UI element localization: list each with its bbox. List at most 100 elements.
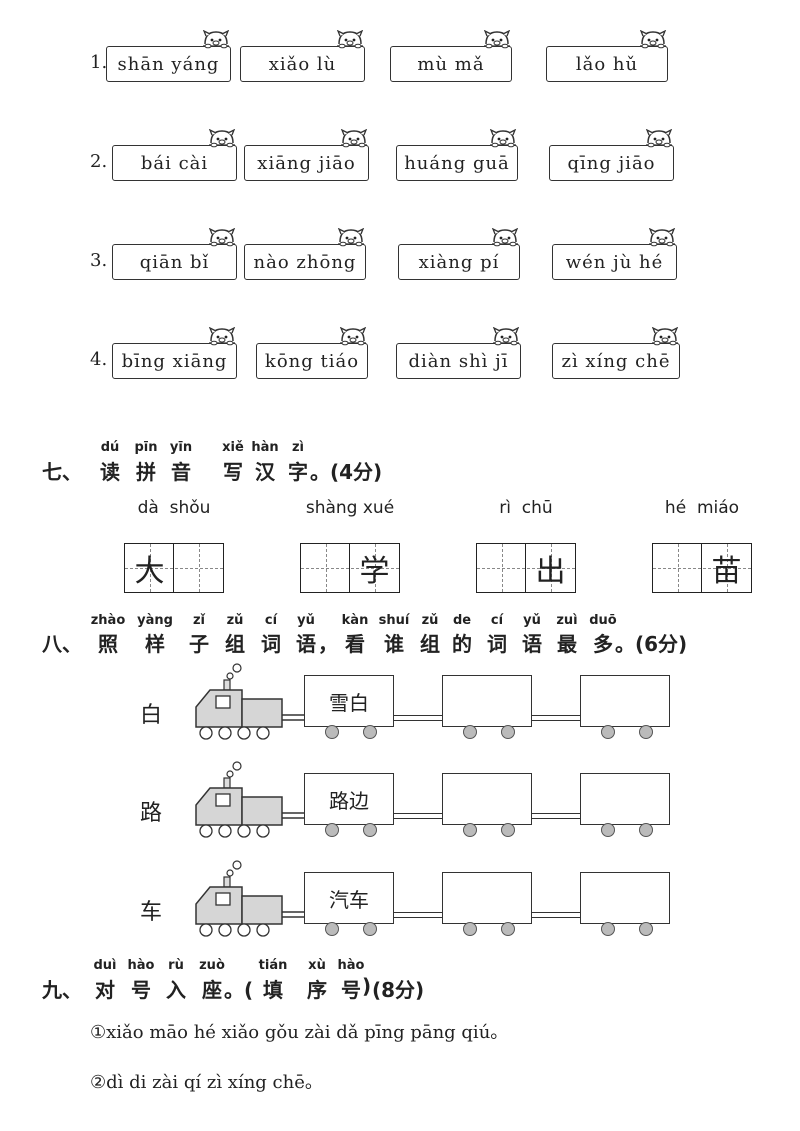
- title-char: 序: [307, 978, 327, 1002]
- title-char-pinyin: xiě: [222, 440, 244, 455]
- wheel-icon: [325, 922, 339, 936]
- section-score: (8分): [372, 978, 425, 1002]
- locomotive-icon: [192, 860, 304, 944]
- title-char: 对: [95, 978, 115, 1002]
- section-score: 。(4分): [310, 460, 383, 484]
- pig-face-icon: [482, 29, 512, 62]
- train-wagon[interactable]: [442, 675, 532, 727]
- pig-face-icon: [650, 326, 680, 359]
- title-char-pinyin: hào: [127, 958, 155, 973]
- pig-face-icon: [335, 29, 365, 62]
- row-number: 3.: [90, 250, 108, 271]
- pinyin-word-box: xiàng pí: [398, 244, 520, 280]
- title-char-pinyin: zhào: [90, 613, 126, 628]
- title-char-pinyin: zì: [291, 440, 305, 455]
- train-wagon[interactable]: [580, 872, 670, 924]
- title-char: 字: [288, 460, 308, 484]
- title-char: 读: [100, 460, 120, 484]
- word-pinyin: hé miáo: [664, 498, 740, 518]
- title-char: 组: [225, 632, 245, 656]
- title-char: 填: [263, 978, 283, 1002]
- title-char-pinyin: dú: [100, 440, 120, 455]
- char-right: 出: [535, 554, 566, 589]
- title-char: 样: [145, 632, 165, 656]
- title-char-pinyin: xù: [308, 958, 326, 973]
- tianzige-box[interactable]: 苗: [652, 543, 752, 593]
- wheel-icon: [639, 725, 653, 739]
- title-char: 多: [593, 632, 613, 656]
- train-wagon[interactable]: 汽车: [304, 872, 394, 924]
- title-char: 最: [557, 632, 577, 656]
- title-char-pinyin: zǐ: [192, 613, 206, 628]
- pinyin-word-box: shān yáng: [106, 46, 231, 82]
- title-char-pinyin: shuí: [378, 613, 410, 628]
- wheel-icon: [501, 725, 515, 739]
- title-char-pinyin: kàn: [341, 613, 369, 628]
- tianzige-box[interactable]: 出: [476, 543, 576, 593]
- title-punct: ): [362, 974, 372, 998]
- section-8-title: 八、照样子组词语，看谁组的词语最多。(6分): [42, 628, 742, 656]
- wheel-icon: [363, 922, 377, 936]
- title-char-pinyin: cí: [490, 613, 504, 628]
- train-wagon[interactable]: [442, 773, 532, 825]
- pinyin-word-box: nào zhōng: [244, 244, 366, 280]
- tianzige-box[interactable]: 大: [124, 543, 224, 593]
- title-char-pinyin: tián: [258, 958, 288, 973]
- pinyin-word-box: huáng guā: [396, 145, 518, 181]
- pig-face-icon: [644, 128, 674, 161]
- title-char: 词: [261, 632, 281, 656]
- title-char: 的: [452, 632, 472, 656]
- pig-face-icon: [647, 227, 677, 260]
- coupler: [532, 715, 580, 721]
- title-char-pinyin: yīn: [169, 440, 193, 455]
- row-number: 2.: [90, 151, 108, 172]
- row-number: 1.: [90, 52, 108, 73]
- pig-face-icon: [339, 128, 369, 161]
- title-char: 座: [202, 978, 222, 1002]
- title-char: 看: [345, 632, 365, 656]
- tianzige-box[interactable]: 学: [300, 543, 400, 593]
- pinyin-word-box: qīng jiāo: [549, 145, 674, 181]
- row-char: 车: [140, 900, 163, 925]
- title-char-pinyin: pīn: [134, 440, 158, 455]
- section-number: 八、: [42, 632, 82, 656]
- title-char: 语: [522, 632, 542, 656]
- pinyin-word-box: kōng tiáo: [256, 343, 368, 379]
- pinyin-word-box: bái cài: [112, 145, 237, 181]
- title-char: 语: [296, 632, 316, 656]
- pig-face-icon: [491, 326, 521, 359]
- row-number: 4.: [90, 349, 108, 370]
- title-char-pinyin: zuò: [199, 958, 225, 973]
- coupler: [394, 813, 442, 819]
- row-char: 白: [140, 703, 163, 728]
- wheel-icon: [601, 823, 615, 837]
- title-char: 汉: [255, 460, 275, 484]
- char-right: 苗: [711, 554, 742, 589]
- char-right: 学: [359, 554, 390, 589]
- char-right: [174, 544, 223, 592]
- wheel-icon: [463, 725, 477, 739]
- sentence-1: ①xiǎo māo hé xiǎo gǒu zài dǎ pīng pāng q…: [90, 1022, 509, 1043]
- pig-face-icon: [336, 227, 366, 260]
- train-wagon[interactable]: [442, 872, 532, 924]
- title-char-pinyin: duō: [589, 613, 617, 628]
- pinyin-word-box: wén jù hé: [552, 244, 677, 280]
- word-pinyin: rì chū: [499, 498, 553, 518]
- train-wagon[interactable]: [580, 773, 670, 825]
- title-char: 号: [341, 978, 361, 1002]
- title-char: 照: [98, 632, 118, 656]
- train-wagon[interactable]: 雪白: [304, 675, 394, 727]
- train-wagon[interactable]: 路边: [304, 773, 394, 825]
- wheel-icon: [463, 823, 477, 837]
- title-char-pinyin: yǔ: [297, 613, 315, 628]
- train-wagon[interactable]: [580, 675, 670, 727]
- word-pinyin: shàng xué: [305, 498, 395, 518]
- section-7-title: 七、读拼音写汉字。(4分): [42, 456, 742, 484]
- title-punct: ，: [318, 632, 338, 656]
- title-char: 音: [171, 460, 191, 484]
- char-left: [477, 544, 526, 592]
- row-char: 路: [140, 801, 163, 826]
- title-char: 写: [223, 460, 243, 484]
